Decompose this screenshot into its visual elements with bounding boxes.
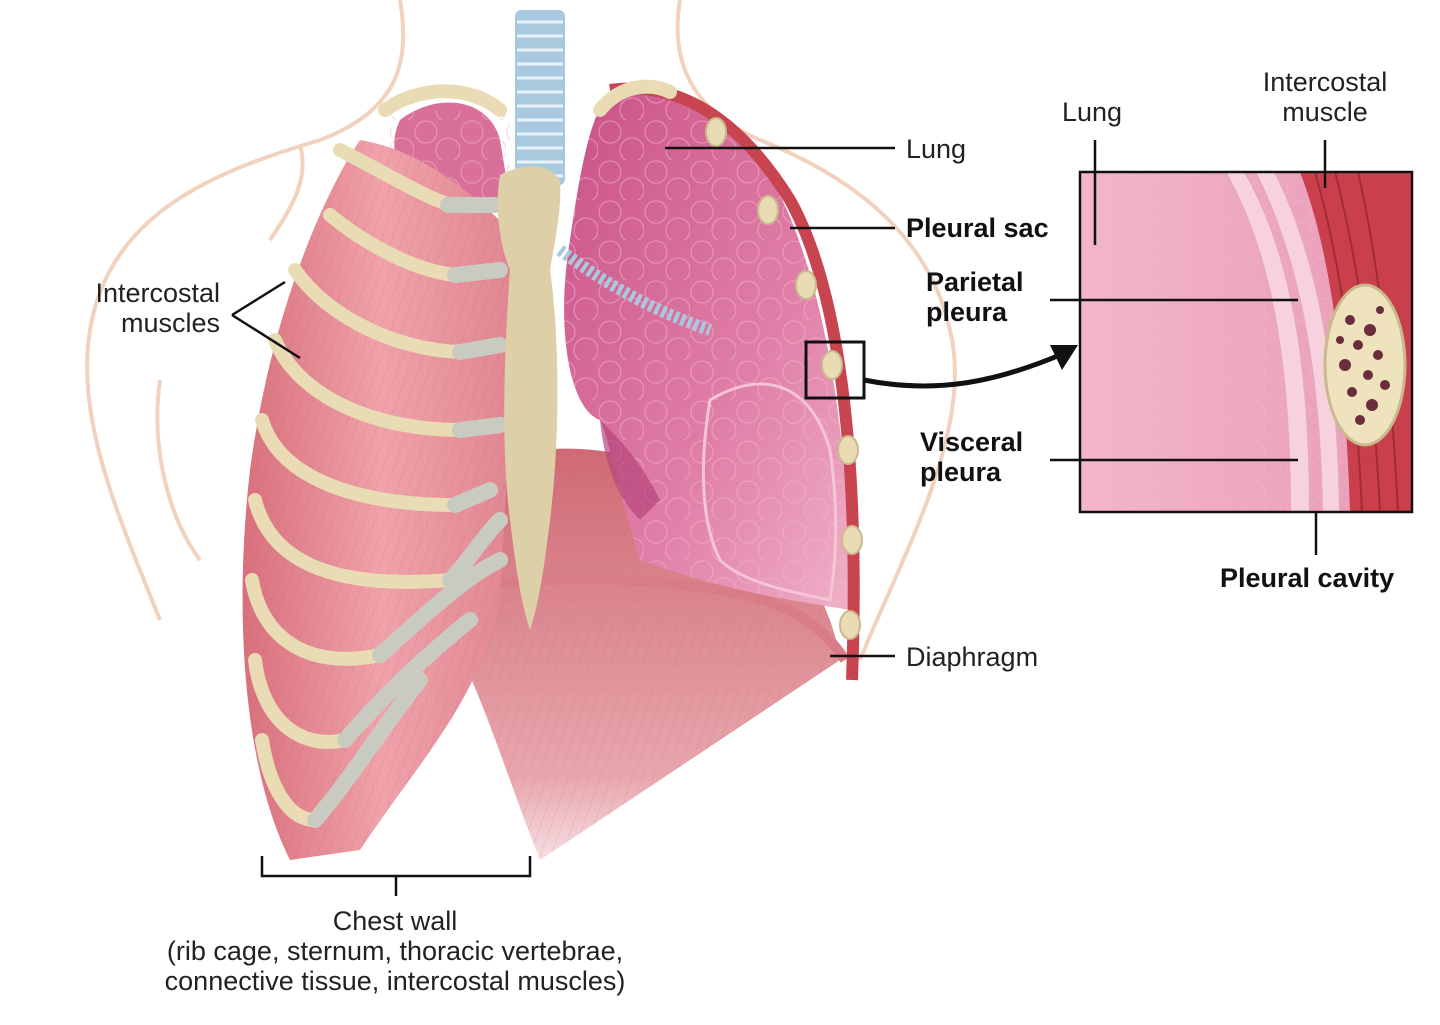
trachea <box>515 10 565 185</box>
magnify-box <box>804 340 866 400</box>
costal-cartilage <box>307 197 508 828</box>
label-lung: Lung <box>906 134 967 164</box>
label-pleural-cavity: Pleural cavity <box>1220 563 1395 593</box>
label-inset-lung: Lung <box>1062 97 1123 127</box>
label-inset-intercostal-muscle: Intercostal muscle <box>1262 67 1388 127</box>
label-chest-wall-detail-1: (rib cage, sternum, thoracic vertebrae, <box>166 936 624 966</box>
pleura-inset <box>1078 170 1414 514</box>
label-intercostal-muscles: Intercostal muscles <box>95 278 220 338</box>
bronchus <box>556 245 712 336</box>
label-parietal-pleura: Parietal pleura <box>926 267 1024 327</box>
leader-lines <box>231 140 1327 896</box>
sternum <box>497 166 561 630</box>
ribs <box>245 143 467 827</box>
label-diaphragm: Diaphragm <box>906 642 1039 672</box>
label-chest-wall-detail-2: connective tissue, intercostal muscles) <box>164 966 626 996</box>
label-chest-wall: Chest wall <box>332 906 458 936</box>
body-outline <box>85 0 957 661</box>
rib-cross-section-inset <box>1323 283 1407 447</box>
magnify-arrow <box>863 352 1061 389</box>
label-pleural-sac: Pleural sac <box>906 213 1049 243</box>
pleural-sac-wall <box>609 82 860 681</box>
rib-cross-sections <box>705 117 863 640</box>
label-visceral-pleura: Visceral pleura <box>920 427 1024 487</box>
